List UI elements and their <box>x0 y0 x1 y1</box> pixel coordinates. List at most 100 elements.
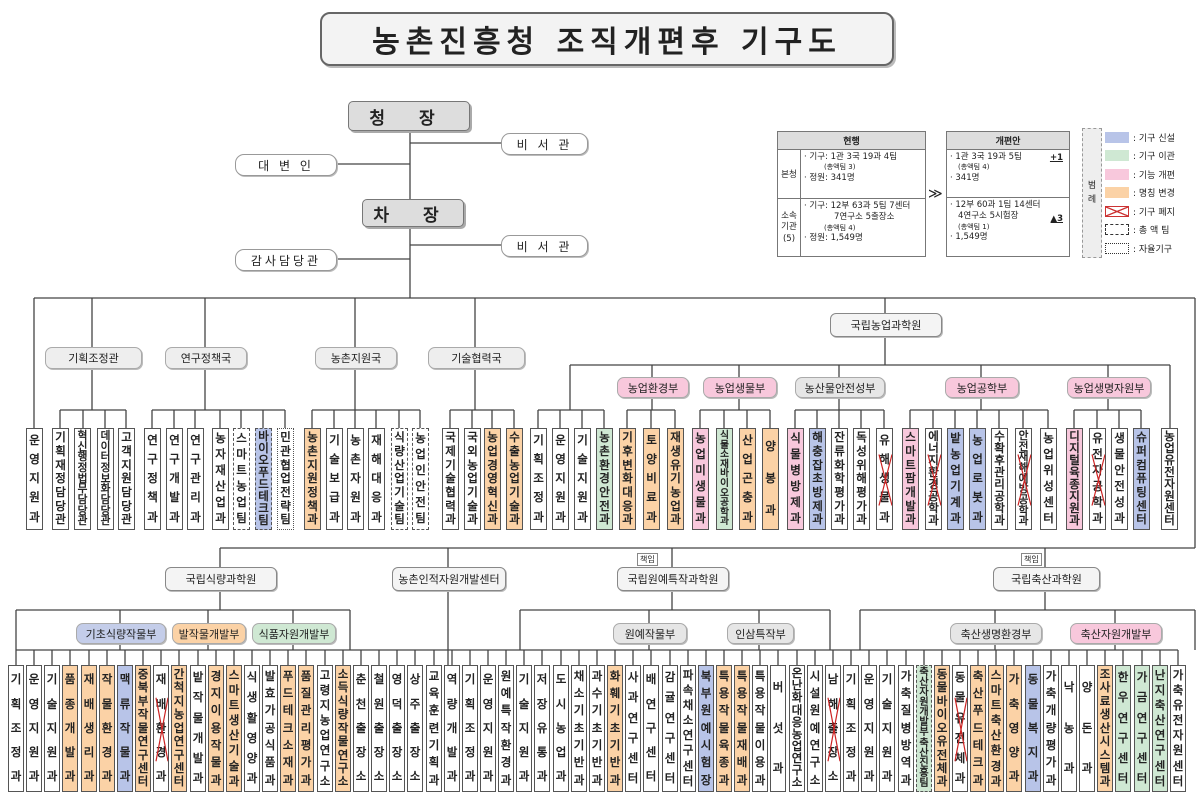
unit-char: 크 <box>282 720 294 735</box>
group-research-policy: 연구정책국 <box>165 347 247 369</box>
unit-char: 배 <box>83 696 95 711</box>
unit-char: 스 <box>1099 747 1111 762</box>
unit-char: 과 <box>834 512 845 527</box>
unit-char: 전 <box>1172 713 1184 728</box>
unit-char: 과 <box>765 503 776 518</box>
unit-char: 학 <box>834 471 845 486</box>
unit-char: 양 <box>246 750 258 765</box>
unit-char: 지 <box>29 471 40 486</box>
unit-char: 트 <box>236 463 247 478</box>
unit-char: 드 <box>258 477 269 492</box>
unit-char: 성 <box>856 443 867 458</box>
unit-char: 연 <box>147 432 158 447</box>
unit-char: 구 <box>1136 730 1148 745</box>
unit-char: 소 <box>337 774 349 789</box>
unit-char: 센 <box>1172 758 1184 773</box>
legend-item: : 기구 이관 <box>1105 147 1201 166</box>
unit-char: 영 <box>1008 720 1020 735</box>
unit-char: 개 <box>169 471 180 486</box>
legend-swatch <box>1105 224 1129 236</box>
unit-char: 디 <box>1069 429 1080 444</box>
unit-char: 과 <box>147 509 158 524</box>
unit-char: 원 <box>29 490 40 505</box>
unit-char: 연 <box>682 728 694 743</box>
plan-hq-3: · 341명 <box>950 172 980 183</box>
unit-char: 온 <box>791 666 803 681</box>
unit-char: 트 <box>228 698 240 713</box>
unit-char: 사 <box>1099 680 1111 695</box>
plan-af-3: (총액팀 1) <box>958 222 990 231</box>
unit-char: 시 <box>809 668 821 683</box>
unit-char: 기 <box>950 479 961 494</box>
unit-char: 템 <box>1099 761 1111 776</box>
unit-char: 농 <box>1043 431 1054 446</box>
unit-char: 터 <box>100 450 111 464</box>
unit-char: 스 <box>228 667 240 682</box>
unit-char: 로 <box>972 471 983 486</box>
legend-label: : 기구 폐지 <box>1133 207 1175 218</box>
summary-plan-header: 개편안 <box>947 132 1069 150</box>
unit-char: 연 <box>173 734 185 749</box>
unit-char: 과 <box>1045 772 1057 787</box>
unit-char: 업 <box>319 728 331 743</box>
unit-char: 조 <box>10 720 22 735</box>
unit-char: 생 <box>1099 707 1111 722</box>
unit-char: 원 <box>863 744 875 759</box>
unit-char: 업 <box>972 452 983 467</box>
unit-char: 술 <box>329 452 340 467</box>
unit-char: 특 <box>500 703 512 718</box>
unit-char: 담 <box>100 493 111 507</box>
unit-char: 마 <box>905 443 916 458</box>
hq-unit: 유전자공학과 <box>1089 428 1106 530</box>
unit-char: 밭 <box>950 431 961 446</box>
unit-char: 바 <box>720 468 729 480</box>
unit-char: 환 <box>928 465 939 480</box>
unit-char: 장 <box>536 696 548 711</box>
unit-char: 대 <box>791 702 803 717</box>
unit-char: 성 <box>1043 479 1054 494</box>
unit-char: 터 <box>645 769 657 784</box>
unit-char: 농 <box>350 432 361 447</box>
unit-char: 과 <box>881 769 893 784</box>
unit-char: 기 <box>845 672 857 687</box>
unit-char: 전 <box>1018 439 1029 453</box>
unit-char: 물 <box>754 720 766 735</box>
unit-char: 구 <box>173 747 185 762</box>
unit-char: 과 <box>500 772 512 787</box>
abolished-cross-icon <box>1017 454 1031 506</box>
unit-char: 재 <box>55 457 66 472</box>
unit-char: 방 <box>1018 482 1029 496</box>
unit-char: 정 <box>464 744 476 759</box>
unit-char: 업 <box>236 495 247 510</box>
unit-char: 기 <box>509 484 520 499</box>
group-nias-eng: 농업공학부 <box>945 377 1019 398</box>
summary-current-header: 현행 <box>778 132 925 150</box>
legend-swatch <box>1105 131 1129 143</box>
unit-char: 원 <box>307 471 318 486</box>
unit-char: 지 <box>482 720 494 735</box>
unit-char: 축 <box>900 686 912 701</box>
unit-char: 간 <box>173 666 185 681</box>
unit-char: 술 <box>881 696 893 711</box>
unit-char: 소 <box>791 775 803 790</box>
unit-char: 낙 <box>1063 680 1075 695</box>
unit-char: 생 <box>246 690 258 705</box>
unit-char: 류 <box>834 443 845 458</box>
unit-char: 당 <box>121 498 132 513</box>
unit-char: 팀 <box>258 513 269 528</box>
unit-char: 농 <box>695 431 706 446</box>
unit-char: 에 <box>928 429 939 444</box>
hq-unit: 에너지환경공학과 <box>925 428 942 530</box>
unit-char: 지 <box>518 720 530 735</box>
unit-char: 원 <box>1164 489 1175 504</box>
unit-char: 기 <box>394 484 405 499</box>
